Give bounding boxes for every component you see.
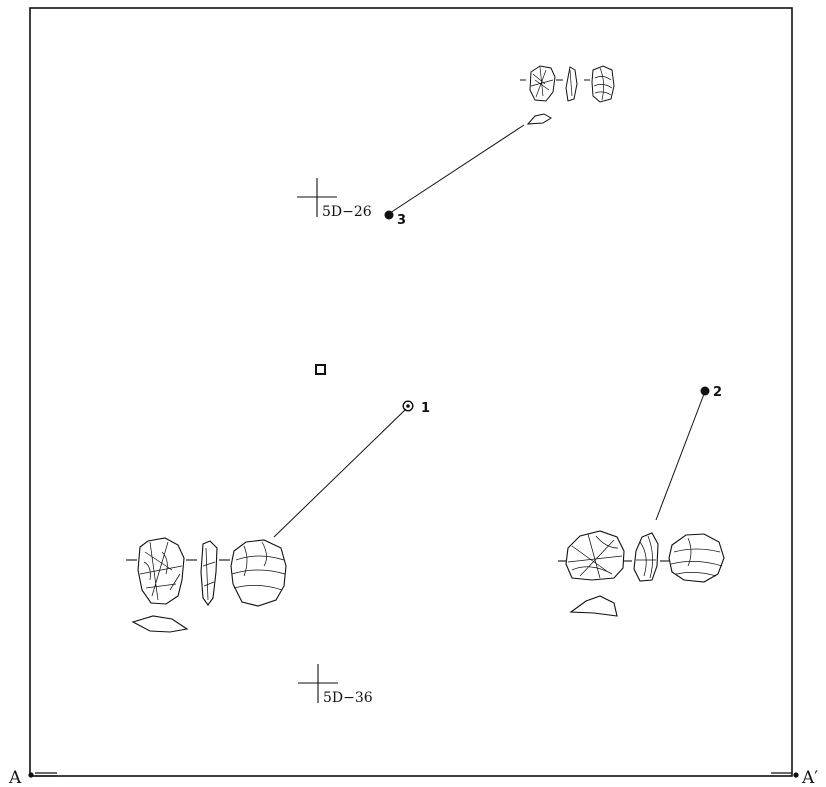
artifact-drawing-3 [520, 65, 615, 125]
artifact-ventral-view [591, 65, 615, 103]
artifact-ventral-view [668, 533, 725, 583]
artifact-dorsal-view [529, 65, 556, 102]
find-point-double-circle [402, 400, 414, 412]
artifact-ventral-view [230, 539, 287, 607]
artifact-drawing-1 [126, 537, 287, 633]
artifact-side-view [565, 66, 578, 102]
artifact-side-view [200, 540, 218, 606]
artifact-drawing-2 [558, 530, 725, 617]
find-2: 2 [655, 385, 722, 521]
grid-label: 5D−26 [322, 204, 372, 220]
grid-point-5d-26: 5D−26 [297, 178, 372, 220]
leader-line [273, 408, 407, 538]
section-line: A A′ [8, 768, 818, 787]
find-number: 1 [421, 401, 430, 416]
find-number: 2 [713, 385, 722, 400]
grid-point-5d-36: 5D−36 [298, 664, 373, 706]
artifact-dorsal-view [565, 530, 625, 581]
artifact-platform-view [131, 615, 189, 633]
leader-line [655, 393, 705, 521]
open-square-marker [315, 364, 326, 375]
unit-frame [29, 7, 793, 777]
artifact-platform-view [569, 595, 618, 617]
artifact-dorsal-view [137, 537, 185, 605]
section-endpoint-left [28, 772, 34, 778]
section-label-left: A [8, 768, 22, 787]
section-endpoint-right [793, 772, 799, 778]
artifact-platform-view [526, 113, 552, 125]
find-point-filled [700, 386, 710, 396]
grid-label: 5D−36 [323, 690, 373, 706]
leader-line [389, 124, 525, 214]
find-3: 3 [384, 124, 525, 228]
find-1: 1 [273, 400, 430, 538]
section-label-right: A′ [801, 768, 818, 787]
find-number: 3 [397, 213, 406, 228]
